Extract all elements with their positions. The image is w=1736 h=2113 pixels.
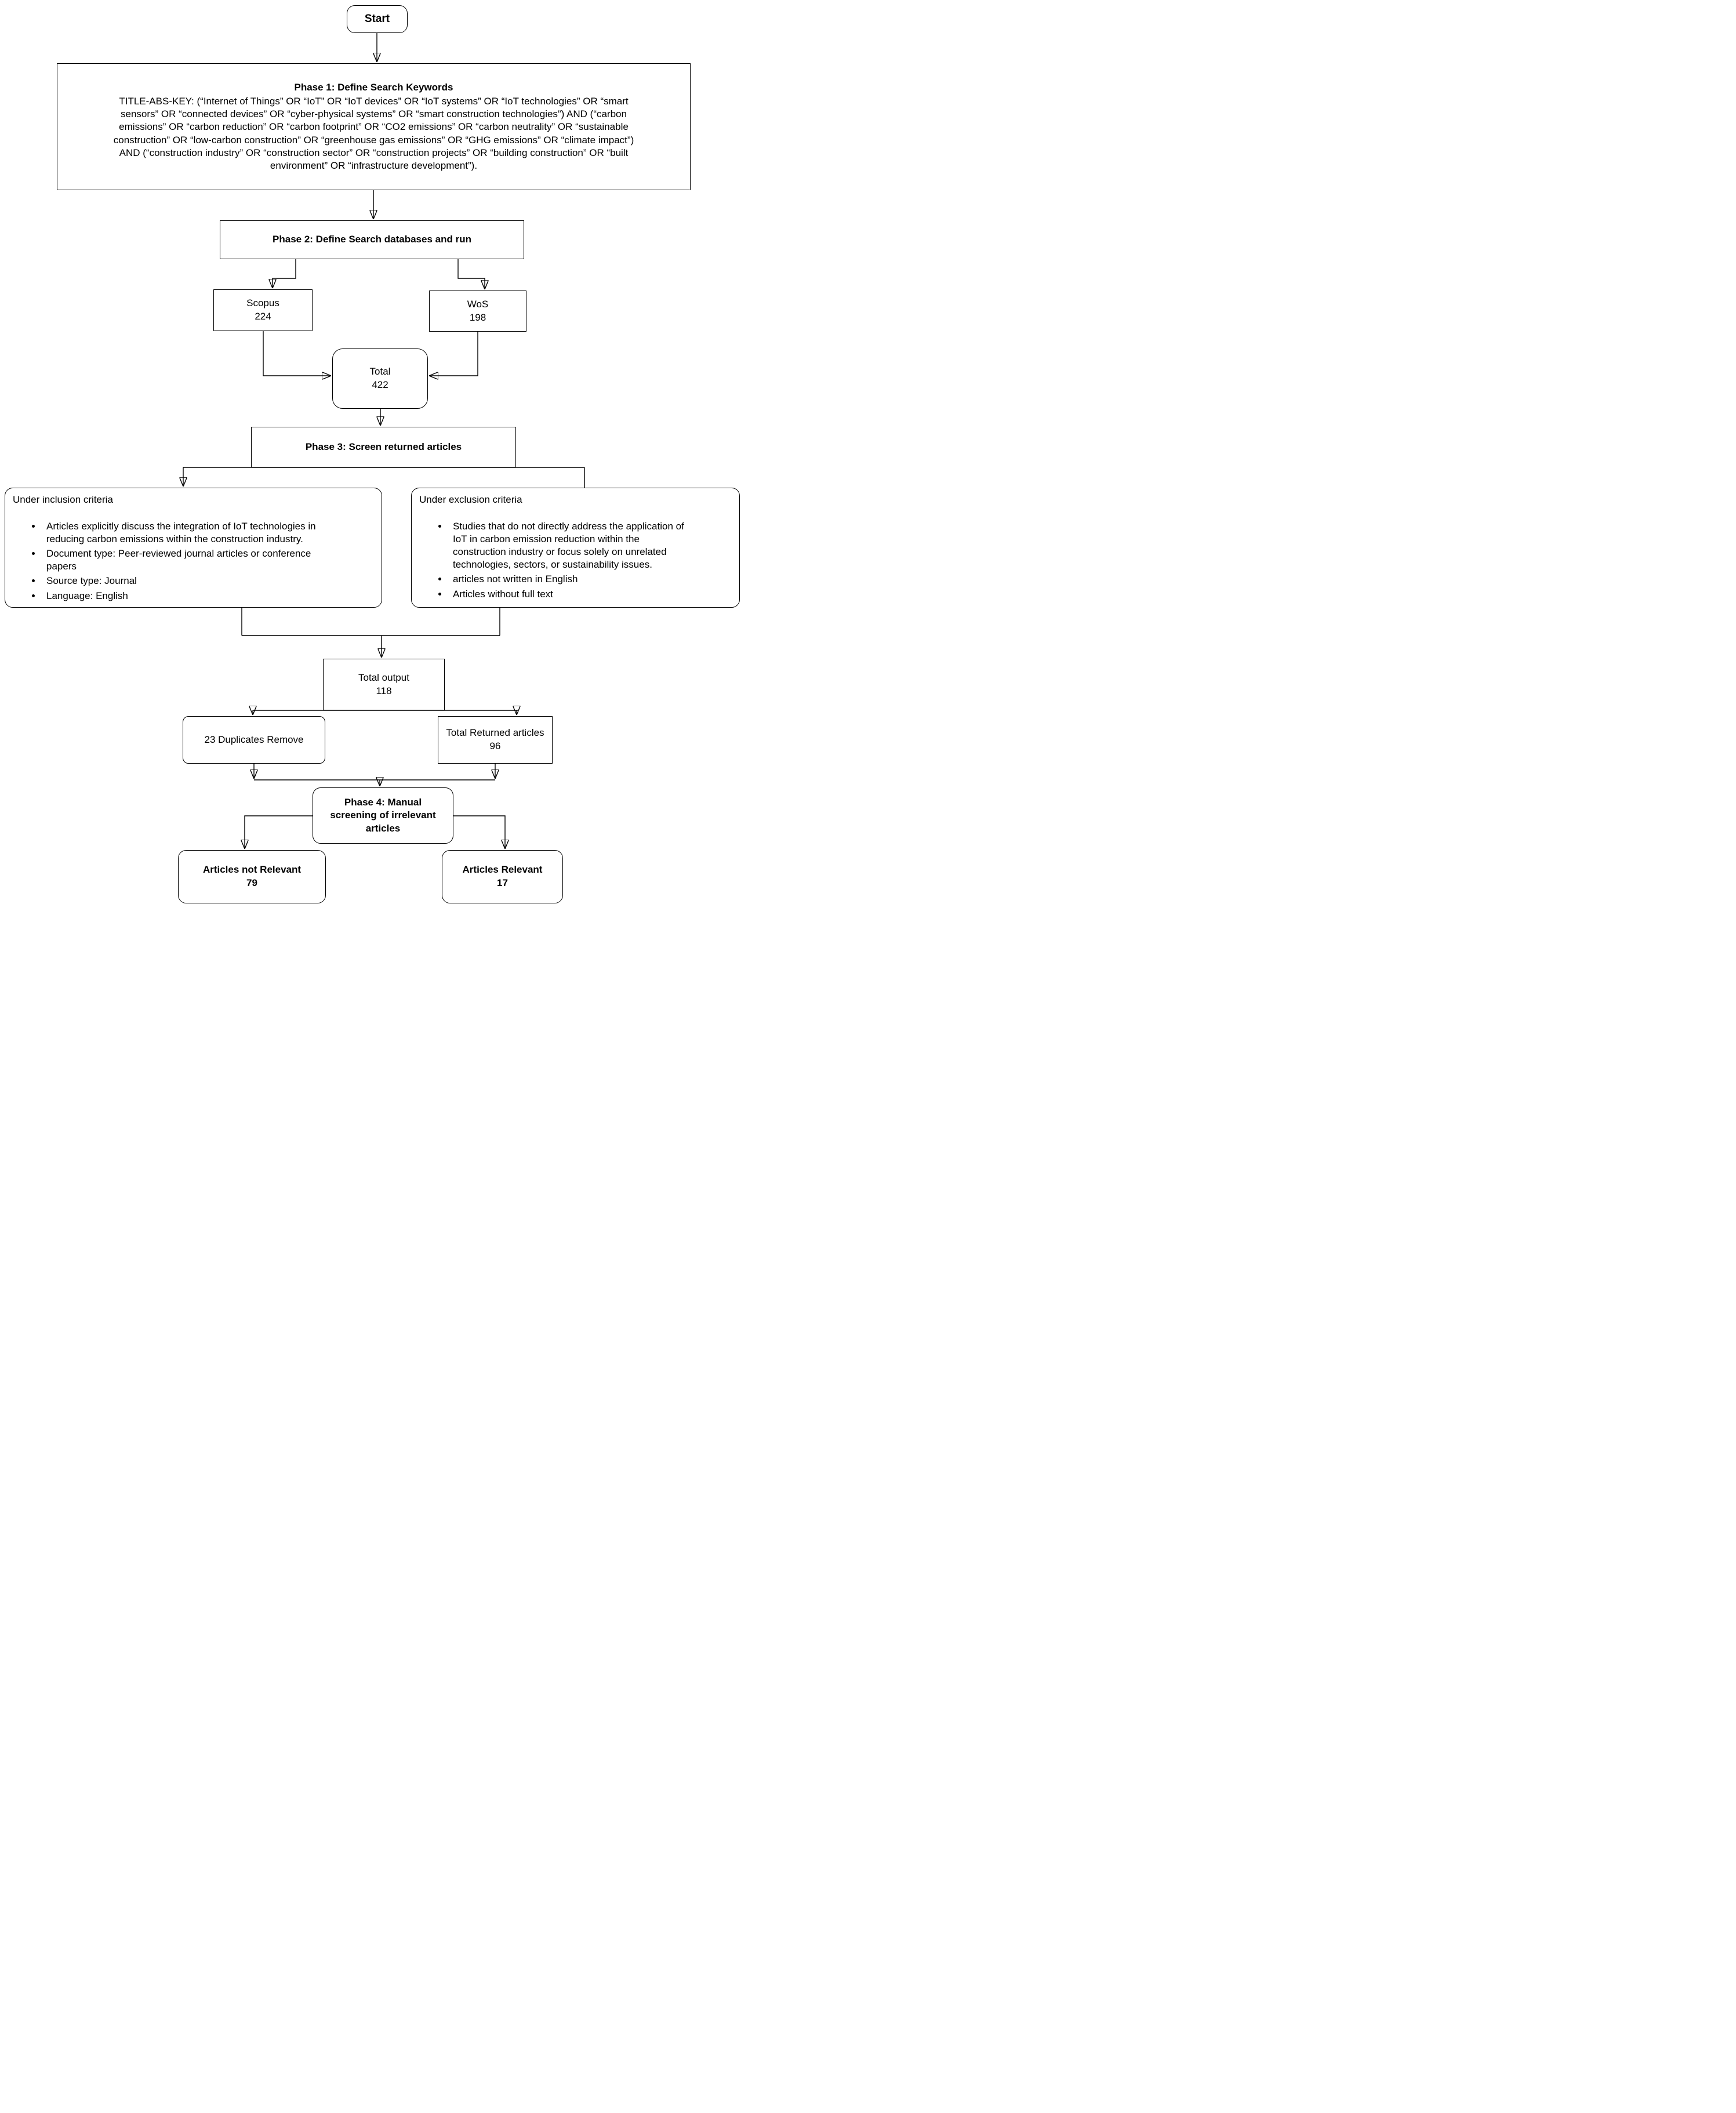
node-total-output: Total output 118 <box>323 659 445 710</box>
node-articles-not-relevant: Articles not Relevant 79 <box>178 850 326 903</box>
not-relevant-count: 79 <box>246 877 257 888</box>
node-phase2: Phase 2: Define Search databases and run <box>220 220 524 259</box>
phase3-title: Phase 3: Screen returned articles <box>305 441 462 452</box>
exclusion-list: Studies that do not directly address the… <box>419 520 733 602</box>
phase1-title: Phase 1: Define Search Keywords <box>294 82 453 93</box>
connector-layer <box>0 33 585 906</box>
total-output-count: 118 <box>376 685 392 696</box>
node-start: Start <box>347 5 408 33</box>
connector-scopus-total <box>263 331 331 376</box>
relevant-label: Articles Relevant <box>462 864 543 876</box>
node-total: Total 422 <box>332 348 428 409</box>
node-phase3: Phase 3: Screen returned articles <box>251 427 516 467</box>
node-wos: WoS 198 <box>429 291 526 332</box>
bullet-item: Language: English <box>42 590 372 602</box>
connector-phase4-notrelevant <box>245 815 313 848</box>
node-inclusion-criteria: Under inclusion criteria Articles explic… <box>5 488 382 608</box>
wos-count: 198 <box>469 311 486 323</box>
connector-phase2-wos <box>457 259 485 289</box>
inclusion-title: Under inclusion criteria <box>13 494 113 505</box>
node-exclusion-criteria: Under exclusion criteria Studies that do… <box>411 488 740 608</box>
phase2-title: Phase 2: Define Search databases and run <box>273 234 471 245</box>
total-count: 422 <box>372 379 388 390</box>
phase4-title: Phase 4: Manual screening of irrelevant … <box>330 797 436 834</box>
relevant-count: 17 <box>497 877 508 888</box>
bullet-item: Document type: Peer-reviewed journal art… <box>42 547 372 573</box>
inclusion-list: Articles explicitly discuss the integrat… <box>13 520 376 604</box>
node-scopus: Scopus 224 <box>213 289 313 331</box>
phase1-keywords: TITLE-ABS-KEY: (“Internet of Things” OR … <box>113 96 634 171</box>
wos-label: WoS <box>467 298 489 310</box>
duplicates-label: 23 Duplicates Remove <box>204 734 304 745</box>
connector-wos-total <box>430 332 478 376</box>
scopus-label: Scopus <box>246 297 279 309</box>
connector-phase2-scopus <box>273 259 296 288</box>
bullet-item: articles not written in English <box>448 573 730 586</box>
node-phase4: Phase 4: Manual screening of irrelevant … <box>313 787 453 844</box>
bullet-item: Studies that do not directly address the… <box>448 520 730 571</box>
total-label: Total <box>369 366 391 377</box>
bullet-item: Articles explicitly discuss the integrat… <box>42 520 372 546</box>
node-phase1: Phase 1: Define Search Keywords TITLE-AB… <box>57 63 691 190</box>
total-output-label: Total output <box>358 671 409 683</box>
node-returned-articles: Total Returned articles 96 <box>438 716 553 764</box>
node-duplicates-removed: 23 Duplicates Remove <box>183 716 325 764</box>
returned-label: Total Returned articles <box>446 727 544 739</box>
not-relevant-label: Articles not Relevant <box>202 864 302 876</box>
start-label: Start <box>364 12 390 25</box>
exclusion-title: Under exclusion criteria <box>419 494 522 505</box>
bullet-item: Source type: Journal <box>42 575 372 587</box>
flowchart: Start Phase 1: Define Search Keywords TI… <box>0 0 744 906</box>
node-articles-relevant: Articles Relevant 17 <box>442 850 563 903</box>
returned-count: 96 <box>489 740 501 751</box>
bullet-item: Articles without full text <box>448 588 730 601</box>
connector-phase4-relevant <box>453 815 505 848</box>
scopus-count: 224 <box>255 311 271 322</box>
